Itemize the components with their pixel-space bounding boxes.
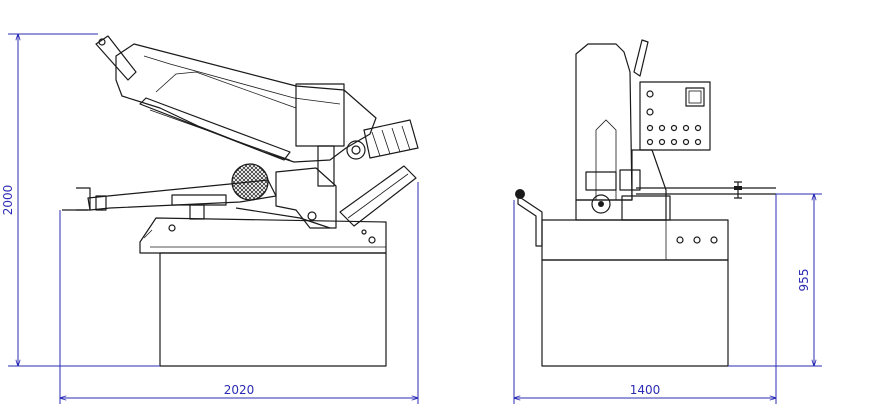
side-pivot-column bbox=[275, 167, 337, 229]
front-vice-block bbox=[575, 149, 667, 221]
front-side-lever bbox=[517, 195, 543, 247]
side-chip-guard bbox=[339, 165, 417, 227]
front-pulley-icon bbox=[591, 194, 611, 214]
dimension-label-width-side: 2020 bbox=[224, 383, 255, 397]
side-blade-guide bbox=[139, 97, 291, 161]
side-base-cabinet bbox=[159, 252, 387, 367]
emergency-stop-icon bbox=[685, 87, 705, 107]
motor-pulley-icon bbox=[346, 140, 366, 160]
side-view bbox=[62, 35, 419, 367]
dimension-label-width-front: 1400 bbox=[630, 383, 661, 397]
dimension-label-height-total: 2000 bbox=[1, 185, 15, 216]
side-table-top bbox=[139, 217, 387, 254]
dimension-width-side: 2020 bbox=[60, 182, 418, 404]
side-tension-handle bbox=[95, 35, 137, 81]
knurled-handwheel-icon bbox=[231, 163, 269, 201]
front-head-handle bbox=[633, 39, 649, 77]
side-saw-bow bbox=[115, 43, 377, 163]
dimension-label-height-table: 955 bbox=[797, 269, 811, 292]
side-motor bbox=[346, 119, 419, 160]
dimension-height-total: 2000 bbox=[1, 34, 160, 366]
dimension-width-front: 1400 bbox=[514, 194, 776, 404]
lever-knob-icon bbox=[515, 189, 525, 199]
front-base-cabinet bbox=[541, 259, 729, 367]
dimension-height-table: 955 bbox=[728, 194, 822, 366]
front-view bbox=[515, 39, 776, 367]
front-control-panel bbox=[639, 81, 711, 151]
side-motor-housing bbox=[295, 83, 345, 147]
